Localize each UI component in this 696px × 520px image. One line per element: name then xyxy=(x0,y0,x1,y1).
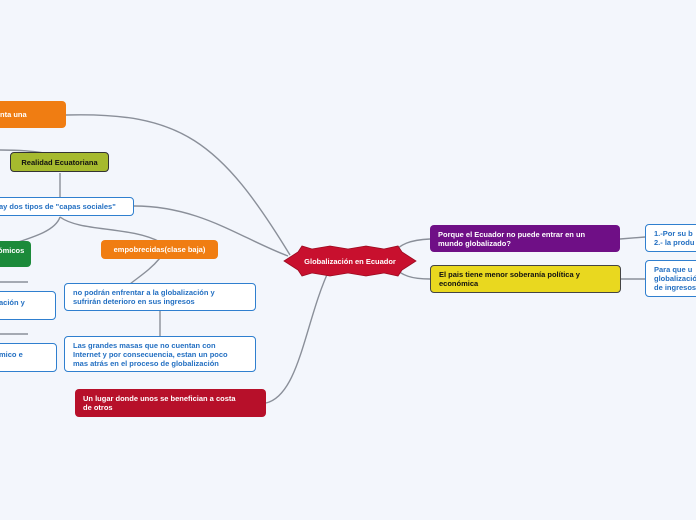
node-soberania-line-2: económica xyxy=(439,279,479,288)
central-node-shape xyxy=(283,245,417,277)
node-capas-sociales[interactable]: ay dos tipos de "capas sociales" xyxy=(0,197,134,216)
node-right-2[interactable]: Para que u globalizació de ingresos xyxy=(645,260,696,297)
node-masas-line-1: Las grandes masas que no cuentan con xyxy=(73,340,216,350)
node-porque-ecuador[interactable]: Porque el Ecuador no puede entrar en un … xyxy=(430,225,620,252)
node-enfrentar-line-1: no podrán enfrentar a la globalización y xyxy=(73,288,215,297)
node-right-2-line-3: de ingresos xyxy=(654,283,696,292)
node-right-1-line-2: 2.- la produ xyxy=(654,238,695,247)
node-realidad-label: Realidad Ecuatoriana xyxy=(21,157,98,167)
node-realidad-ecuatoriana[interactable]: Realidad Ecuatoriana xyxy=(10,152,109,172)
node-porque-line-2: mundo globalizado? xyxy=(438,238,511,248)
connector-capas-empobrecidas xyxy=(59,216,161,243)
node-masas-line-2: Internet y por consecuencia, estan un po… xyxy=(73,349,228,359)
node-economicos[interactable]: ómicos xyxy=(0,241,31,267)
node-soberania-line-1: El pais tiene menor soberanía política y xyxy=(439,270,580,279)
connector-orange-top xyxy=(65,114,291,256)
node-right-2-line-1: Para que u xyxy=(654,265,693,274)
connector-right1 xyxy=(619,236,646,240)
node-empobrecidas-label: empobrecidas(clase baja) xyxy=(113,245,206,254)
node-masas-line-3: mas atrás en el proceso de globalización xyxy=(73,358,219,368)
node-un-lugar[interactable]: Un lugar donde unos se benefician a cost… xyxy=(75,389,266,417)
node-enfrentar[interactable]: no podrán enfrentar a la globalización y… xyxy=(64,283,256,311)
node-porque-line-1: Porque el Ecuador no puede entrar en un xyxy=(438,229,586,239)
node-orange-top-label: nta una xyxy=(0,110,27,119)
node-left-box-1[interactable]: ación y xyxy=(0,291,56,320)
node-right-1-line-1: 1.-Por su b xyxy=(654,229,693,238)
node-soberania[interactable]: El pais tiene menor soberanía política y… xyxy=(430,265,621,293)
node-capas-label: ay dos tipos de "capas sociales" xyxy=(0,202,116,211)
node-enfrentar-line-2: sufrirán deterioro en sus ingresos xyxy=(73,297,195,306)
connector-lugar xyxy=(265,267,331,404)
node-empobrecidas[interactable]: empobrecidas(clase baja) xyxy=(101,240,218,259)
node-left-box-2[interactable]: mico e xyxy=(0,343,57,372)
node-lugar-line-2: de otros xyxy=(83,403,113,412)
node-left-box-2-label: mico e xyxy=(0,350,23,359)
node-left-box-1-label: ación y xyxy=(0,298,25,307)
connector-capas-central xyxy=(133,205,289,257)
node-right-1[interactable]: 1.-Por su b 2.- la produ xyxy=(645,224,696,252)
central-node[interactable]: Globalización en Ecuador xyxy=(284,248,416,274)
node-orange-top[interactable]: nta una xyxy=(0,101,66,128)
node-lugar-line-1: Un lugar donde unos se benefician a cost… xyxy=(83,394,236,403)
central-label: Globalización en Ecuador xyxy=(304,256,396,266)
connector-empobrecidas-enfrentar xyxy=(129,257,161,285)
node-right-2-line-2: globalizació xyxy=(654,274,696,283)
node-grandes-masas[interactable]: Las grandes masas que no cuentan con Int… xyxy=(64,336,256,372)
node-economicos-label: ómicos xyxy=(0,246,25,255)
